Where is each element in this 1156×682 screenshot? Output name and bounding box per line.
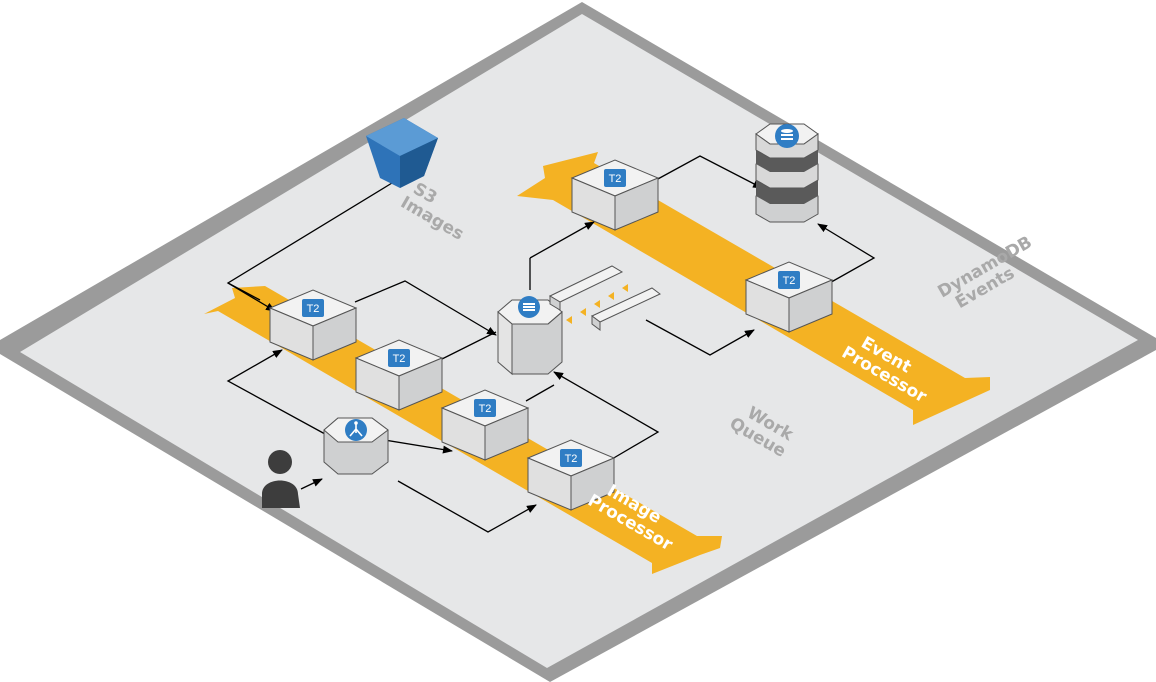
- ec2-t2-instance: T2: [526, 439, 616, 511]
- connector: [525, 384, 555, 402]
- ec2-t2-instance: T2: [744, 261, 834, 333]
- instance-type-label: T2: [479, 403, 492, 415]
- instance-type-label: T2: [783, 275, 796, 287]
- t2-badge-icon: [302, 299, 324, 317]
- connector: [645, 319, 755, 356]
- instance-type-label: T2: [393, 353, 406, 365]
- connector: [227, 282, 261, 301]
- connector: [439, 331, 497, 361]
- instance-type-label: T2: [307, 303, 320, 315]
- connector: [817, 223, 876, 286]
- ec2-t2-instance: T2: [268, 289, 358, 361]
- load-balancer-icon: [323, 417, 389, 475]
- connector: [655, 155, 763, 189]
- t2-badge-icon: [604, 169, 626, 187]
- dynamodb-icon: [755, 123, 819, 223]
- ec2-t2-instance: T2: [354, 339, 444, 411]
- ec2-t2-instance: T2: [570, 159, 660, 231]
- ec2-t2-instance: T2: [440, 389, 530, 461]
- connector: [529, 221, 595, 259]
- connectors: [226, 155, 876, 533]
- t2-badge-icon: [560, 449, 582, 467]
- t2-badge-icon: [474, 399, 496, 417]
- connector: [226, 349, 326, 435]
- queue-messages: [548, 265, 661, 331]
- s3-bucket-icon: [366, 118, 438, 188]
- work-queue-icon: [497, 296, 563, 376]
- t2-badge-icon: [778, 271, 800, 289]
- user-icon: [262, 450, 300, 508]
- instance-type-label: T2: [609, 173, 622, 185]
- t2-badge-icon: [388, 349, 410, 367]
- connector: [397, 480, 537, 533]
- connector: [553, 371, 660, 460]
- instance-type-label: T2: [565, 453, 578, 465]
- connector: [300, 478, 323, 490]
- connector: [354, 280, 497, 336]
